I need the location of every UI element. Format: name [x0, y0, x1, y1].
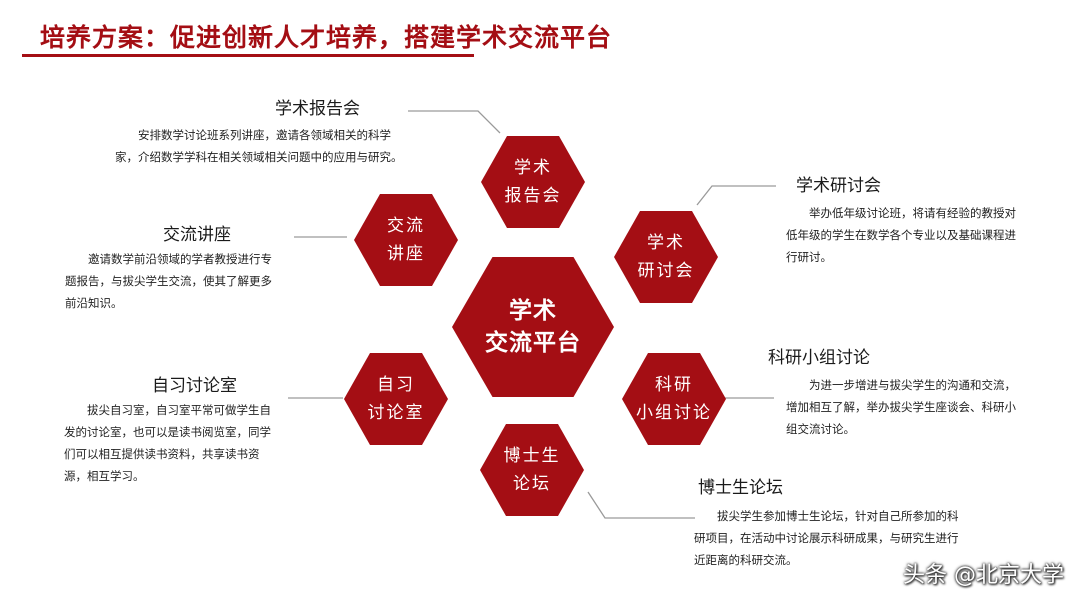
forum-title: 博士生论坛 [698, 478, 783, 498]
hex-exchange-talk: 交流 讲座 [354, 194, 458, 286]
hex-label: 学术 报告会 [504, 158, 562, 206]
seminar-title: 学术研讨会 [796, 176, 881, 196]
slide-title: 培养方案：促进创新人才培养，搭建学术交流平台 [40, 23, 613, 52]
lecture-title: 学术报告会 [275, 99, 360, 119]
connector-forum [587, 491, 695, 519]
hex-label: 科研 小组讨论 [636, 375, 712, 423]
hex-label: 博士生 论坛 [503, 446, 561, 494]
hex-label: 交流 讲座 [387, 216, 425, 264]
hex-label: 学术 交流平台 [485, 298, 581, 356]
talk-title: 交流讲座 [163, 225, 231, 245]
research-desc: 为进一步增进与拔尖学生的沟通和交流，增加相互了解，举办拔尖学生座谈会、科研小组交… [786, 378, 1016, 436]
forum-desc: 拔尖学生参加博士生论坛，针对自己所参加的科研项目，在活动中讨论展示科研成果，与研… [694, 509, 959, 567]
hex-study-room: 自习 讨论室 [344, 353, 448, 445]
research-title: 科研小组讨论 [768, 348, 870, 368]
lecture-desc: 安排数学讨论班系列讲座，邀请各领域相关的科学家，介绍数学学科在相关领域相关问题中… [115, 128, 403, 164]
study-desc: 拔尖自习室，自习室平常可做学生自发的讨论室，也可以是读书阅览室，同学们可以相互提… [64, 403, 271, 483]
title-underline [22, 54, 474, 57]
hex-label: 自习 讨论室 [367, 375, 425, 423]
watermark: 头条 @北京大学 [903, 563, 1064, 588]
connector-lecture [408, 110, 501, 134]
talk-desc: 邀请数学前沿领域的学者教授进行专题报告，与拔尖学生交流，使其了解更多前沿知识。 [65, 252, 272, 310]
hex-academic-exchange-platform: 学术 交流平台 [452, 257, 614, 397]
seminar-desc: 举办低年级讨论班，将请有经验的教授对低年级的学生在数学各个专业以及基础课程进行研… [786, 206, 1016, 264]
hex-label: 学术 研讨会 [637, 233, 695, 281]
study-title: 自习讨论室 [152, 376, 237, 396]
connector-seminar [696, 185, 776, 206]
